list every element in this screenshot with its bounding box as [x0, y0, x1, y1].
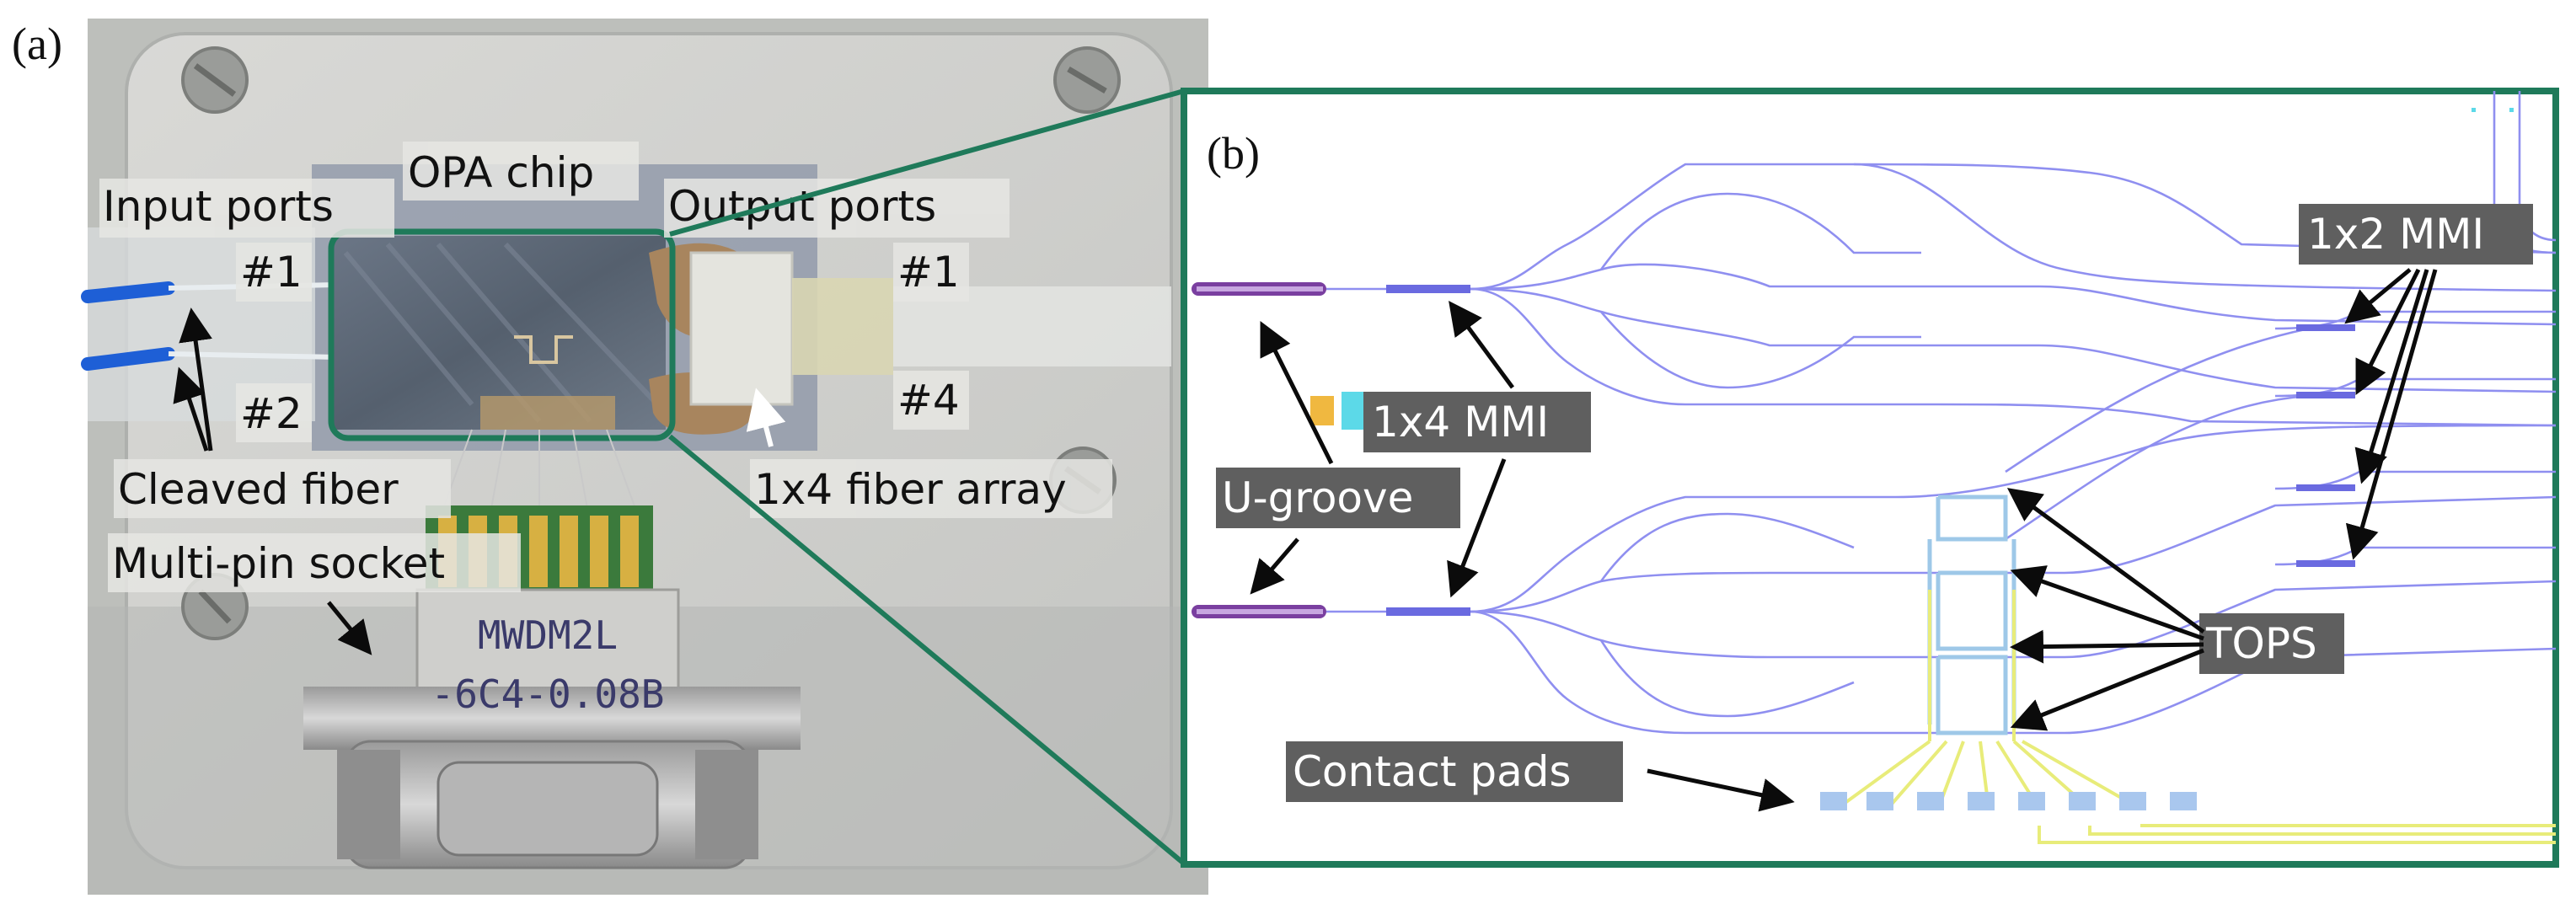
contact-pads-arrow: [1647, 768, 1795, 812]
output-port-4-label: #4: [897, 376, 960, 425]
tag-backgrounds: [1216, 204, 2533, 802]
mmi-1x2: [2296, 484, 2355, 491]
connector-screw: [337, 750, 400, 859]
panel-b: (b): [1181, 88, 2559, 868]
connector-marking-1: MWDM2L: [478, 612, 618, 658]
mmi-1x4-top: [1386, 285, 1470, 293]
connector-screw: [695, 750, 758, 859]
u-groove-1-core: [1197, 286, 1323, 291]
mmi-1x2-label: 1x2 MMI: [2307, 210, 2484, 259]
mmi-1x4-arrow: [1449, 300, 1515, 389]
mmi-1x2: [2296, 392, 2355, 398]
marker-dot: [2472, 108, 2476, 112]
mmi-1x4-bottom: [1386, 607, 1470, 616]
connector-body: [415, 588, 680, 692]
marker-block-orange: [1310, 396, 1334, 425]
waveguide-tree-upper: [1470, 163, 2557, 427]
input-port-1-label: #1: [240, 248, 303, 297]
contact-pad: [2018, 792, 2045, 810]
contact-pad: [1968, 792, 1995, 810]
input-fiber-1: [81, 281, 175, 303]
waveguide-tree-lower: [1470, 424, 2557, 735]
contact-pad: [1866, 792, 1893, 810]
contact-pads: [1820, 792, 2197, 810]
marker-dot: [2509, 108, 2514, 112]
input-fiber-2: [81, 347, 175, 371]
chip-circuit: [514, 335, 573, 364]
panel-a: (a): [12, 19, 1208, 895]
opa-chip-label: OPA chip: [408, 148, 594, 197]
tops-arrow: [2010, 629, 2204, 664]
contact-pad: [1820, 792, 1847, 810]
screw-icon: [181, 46, 249, 114]
connector-receptacle: [436, 761, 659, 857]
tops-arrow: [2006, 488, 2205, 634]
panel-b-label: (b): [1207, 128, 1260, 179]
tops-traces: [1835, 590, 2556, 844]
cleaved-fiber-label: Cleaved fiber: [118, 465, 399, 514]
mmi-1x2: [2296, 324, 2355, 331]
mmi-1x2-arrow: [2354, 269, 2429, 484]
socket-label: Multi-pin socket: [112, 539, 445, 588]
contact-pad: [1917, 792, 1944, 810]
mmi-1x2-arrow: [2344, 268, 2412, 324]
bond-wires: [437, 429, 641, 523]
socket-arrow: [327, 601, 372, 655]
tops-label: TOPS: [2205, 619, 2317, 668]
contact-pad: [2170, 792, 2197, 810]
input-ports-label: Input ports: [103, 182, 334, 231]
fiber-array-label: 1x4 fiber array: [754, 465, 1067, 514]
u-groove-arrow: [1260, 321, 1334, 465]
u-groove-label: U-groove: [1222, 473, 1413, 522]
zoom-line: [669, 88, 1185, 237]
zoom-line: [668, 434, 1186, 866]
mmi-1x4-arrow: [1447, 458, 1507, 598]
chip-texture: [343, 242, 660, 423]
connector-flange: [303, 687, 801, 750]
tops-arrow: [2010, 648, 2204, 731]
chip-highlight-frame: [328, 228, 676, 441]
tops-arrow: [2010, 565, 2204, 641]
output-port-1-label: #1: [897, 248, 960, 297]
input-port-2-label: #2: [240, 389, 303, 438]
mmi-1x4-label: 1x4 MMI: [1372, 398, 1549, 446]
fiber-array-lid: [792, 278, 893, 375]
panel-a-label: (a): [12, 19, 62, 69]
wire-bonds: [480, 396, 615, 430]
mmi-1x2-arrow: [2355, 268, 2421, 395]
u-groove-arrow: [1250, 537, 1299, 595]
input-fiber-bare: [168, 351, 338, 360]
cleaved-fiber-arrow: [173, 366, 209, 452]
fiber-array-arrow: [746, 388, 786, 447]
u-groove-2-core: [1197, 609, 1323, 614]
screw-icon: [1053, 46, 1121, 114]
label-backgrounds: [99, 142, 1112, 592]
mmi-1x2: [2296, 560, 2355, 567]
mmi-1x2-arrow: [2345, 269, 2438, 560]
contact-pads-label: Contact pads: [1293, 747, 1572, 796]
connector-marking-2: -6C4-0.08B: [431, 671, 665, 717]
fiber-array: [689, 251, 794, 406]
mmi-1x2-group: [2296, 324, 2355, 567]
contact-pad: [2119, 792, 2146, 810]
contact-pad: [2069, 792, 2096, 810]
